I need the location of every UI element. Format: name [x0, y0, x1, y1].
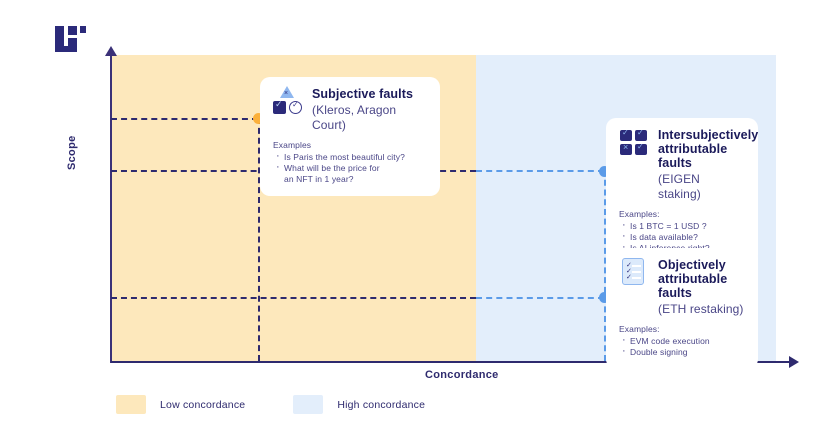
card-title-line1: Objectively [658, 258, 726, 272]
card-title-line1: Intersubjectively [658, 128, 759, 142]
card-objectively-attributable-faults[interactable]: ✓ ✓ ✓ Objectively attributable faults (E… [606, 248, 758, 369]
card-header: Intersubjectively attributable faults [619, 127, 758, 170]
card-header: × Subjective faults (Kleros, Aragon Cour… [273, 86, 427, 133]
x-axis-line [111, 361, 791, 363]
y-axis-line [110, 53, 112, 363]
list-item: Is 1 BTC = 1 USD ? [619, 220, 745, 232]
guide-line-objective-horizontal [476, 297, 604, 299]
card-title-group: Subjective faults (Kleros, Aragon Court) [312, 86, 427, 133]
legend-label-low: Low concordance [160, 398, 246, 411]
list-item: What will be the price for [273, 162, 427, 174]
examples-label: Examples: [619, 324, 660, 334]
legend: Low concordance High concordance [116, 395, 425, 414]
card-title-line2: attributable faults [658, 142, 728, 170]
y-axis-title: Scope [66, 135, 78, 170]
list-item: Is data available? [619, 231, 745, 243]
triangle-warning-checkbox-icon: × [273, 86, 303, 116]
data-point-intersubjective-faults[interactable] [599, 166, 610, 177]
list-item: Double signing [619, 346, 745, 358]
card-title-group: Objectively attributable faults [658, 257, 745, 300]
guide-line-intersubjective-horizontal [476, 170, 604, 172]
list-item: EVM code execution [619, 335, 745, 347]
card-subtitle: (ETH restaking) [658, 302, 744, 316]
examples-list: EVM code execution Double signing [619, 335, 745, 358]
brand-logo [55, 24, 91, 56]
data-point-objective-faults[interactable] [599, 292, 610, 303]
checklist-clipboard-icon: ✓ ✓ ✓ [619, 257, 649, 287]
guide-line-subjective-vertical [258, 118, 260, 361]
data-point-subjective-faults[interactable] [253, 113, 264, 124]
examples-label: Examples [273, 140, 312, 150]
four-checkbox-grid-icon [619, 127, 649, 157]
legend-item-low-concordance: Low concordance [116, 395, 245, 414]
x-axis-arrow-icon [789, 356, 799, 368]
x-axis-title: Concordance [425, 369, 499, 381]
list-item: Is Paris the most beautiful city? [273, 151, 427, 163]
legend-item-high-concordance: High concordance [293, 395, 425, 414]
legend-label-high: High concordance [337, 398, 426, 411]
card-subjective-faults[interactable]: × Subjective faults (Kleros, Aragon Cour… [260, 77, 440, 196]
list-item: an NFT in 1 year? [284, 174, 354, 184]
card-intersubjectively-attributable-faults[interactable]: Intersubjectively attributable faults (E… [606, 118, 758, 265]
legend-swatch-low [116, 395, 146, 414]
card-title-group: Intersubjectively attributable faults [658, 127, 758, 170]
examples-list: Is Paris the most beautiful city? What w… [273, 151, 427, 185]
examples-label: Examples: [619, 209, 660, 219]
guide-line-subjective-horizontal [111, 118, 258, 120]
card-title-line2: attributable faults [658, 272, 728, 300]
card-title: Subjective faults [312, 87, 414, 101]
card-subtitle: (Kleros, Aragon Court) [312, 103, 397, 132]
guide-line-lower-horizontal [111, 297, 476, 299]
card-header: ✓ ✓ ✓ Objectively attributable faults [619, 257, 745, 300]
guide-line-intersubjective-vertical [604, 170, 606, 361]
card-subtitle: (EIGEN staking) [658, 172, 701, 201]
y-axis-arrow-icon [105, 46, 117, 56]
legend-swatch-high [293, 395, 324, 414]
